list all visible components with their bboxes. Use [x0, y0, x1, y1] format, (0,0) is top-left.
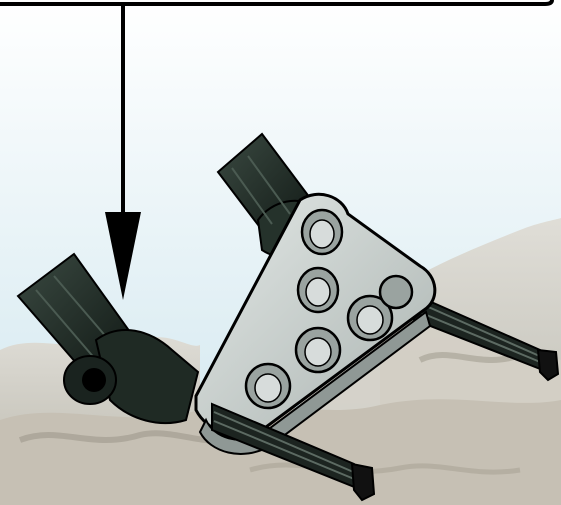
instruction-step: [0, 0, 561, 505]
instruction-illustration: [0, 0, 561, 505]
